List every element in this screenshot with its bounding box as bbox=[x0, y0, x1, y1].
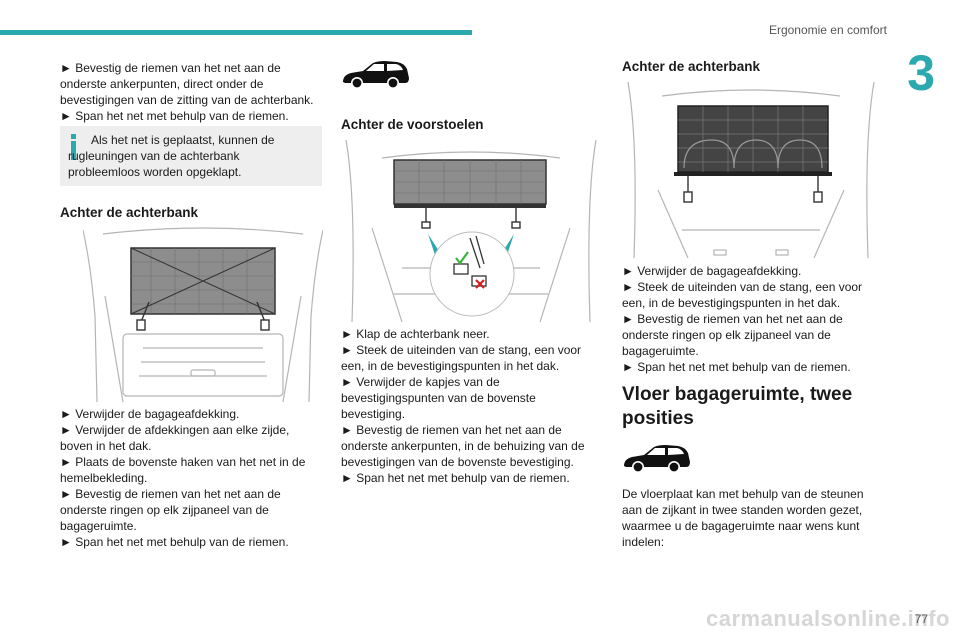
instruction-step: ► Verwijder de afdekkingen aan elke zijd… bbox=[60, 423, 290, 453]
instruction-step: ► Span het net met behulp van de riemen. bbox=[341, 471, 570, 485]
instruction-step: ► Klap de achterbank neer. bbox=[341, 327, 490, 341]
instruction-step: ► Steek de uiteinden van de stang, een v… bbox=[341, 343, 582, 373]
instruction-step: ► Verwijder de bagageafdekking. bbox=[622, 264, 802, 278]
instruction-step: ► Span het net met behulp van de riemen. bbox=[622, 360, 851, 374]
instruction-step: ► Bevestig de riemen van het net aan de … bbox=[60, 487, 281, 533]
instruction-step: ► Bevestig de riemen van het net aan de … bbox=[622, 312, 843, 358]
header-title: Ergonomie en comfort bbox=[768, 23, 887, 37]
header-accent-bar bbox=[0, 30, 472, 35]
instruction-step: ► Steek de uiteinden van de stang, een v… bbox=[622, 280, 863, 310]
front-seat-net-illustration bbox=[342, 138, 600, 322]
suv-car-icon bbox=[622, 442, 692, 474]
instruction-step: ► Plaats de bovenste haken van het net i… bbox=[60, 455, 306, 485]
instruction-step: ► Verwijder de kapjes van de bevestiging… bbox=[341, 375, 536, 421]
info-text: Als het net is geplaatst, kunnen de rugl… bbox=[68, 133, 275, 179]
trunk-net-illustration bbox=[83, 226, 323, 402]
rear-seat-net-illustration bbox=[622, 80, 880, 258]
chapter-number: 3 bbox=[907, 45, 935, 101]
suv-car-icon bbox=[341, 58, 411, 90]
section-title: Vloer bagageruimte, twee posities bbox=[622, 384, 853, 429]
section-heading: Achter de achterbank bbox=[622, 59, 761, 74]
instruction-step: ► Bevestig de riemen van het net aan de … bbox=[341, 423, 585, 469]
body-paragraph: De vloerplaat kan met behulp van de steu… bbox=[622, 487, 864, 549]
instruction-step: ► Span het net met behulp van de riemen. bbox=[60, 535, 289, 549]
page-number: 77 bbox=[914, 612, 928, 626]
info-icon bbox=[69, 134, 78, 160]
instruction-step: ► Verwijder de bagageafdekking. bbox=[60, 407, 240, 421]
info-box: Als het net is geplaatst, kunnen de rugl… bbox=[60, 126, 322, 186]
instruction-paragraph: ► Bevestig de riemen van het net aan de … bbox=[60, 61, 314, 107]
instruction-paragraph: ► Span het net met behulp van de riemen. bbox=[60, 109, 289, 123]
section-heading: Achter de achterbank bbox=[60, 205, 199, 220]
watermark: carmanualsonline.info bbox=[706, 606, 950, 631]
section-heading: Achter de voorstoelen bbox=[341, 117, 484, 132]
